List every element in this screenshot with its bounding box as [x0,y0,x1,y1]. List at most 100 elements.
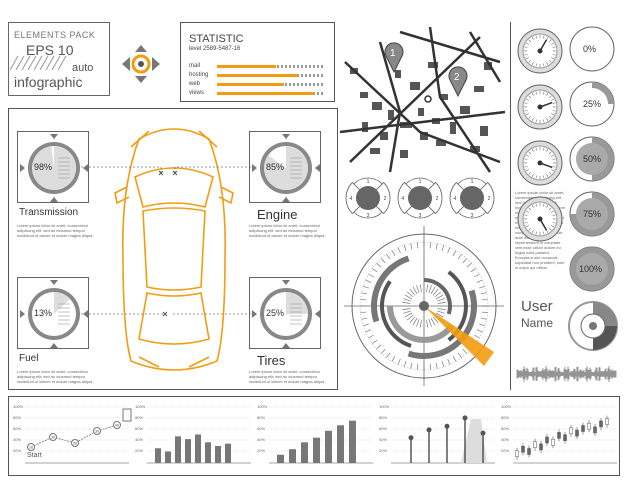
y-tick-label: 60% [379,426,388,431]
bar [277,454,284,463]
statistic-level: level 2589-5487-16 [189,46,241,52]
candle [521,445,525,453]
y-tick-label: 20% [257,448,266,453]
pie-label: 2 [488,196,491,202]
candle [527,448,531,455]
stat-row-label: views [189,90,205,96]
lollipop-head [426,427,432,433]
lollipop-head [480,430,486,436]
audio-waveform [516,366,617,382]
y-tick-label: 80% [257,415,266,420]
car-gauge-frame: 85% [249,131,321,203]
percent-dial-label: 100% [579,264,603,274]
car-gauge-dial [252,280,320,348]
map-pin-2-label: 2 [454,72,460,83]
statistic-title: STATISTIC [189,33,244,45]
bottom-chart [513,406,617,464]
user-gauge-icon [568,301,618,351]
y-tick-label: 80% [135,415,144,420]
lollipop-head [462,415,468,421]
candle [569,427,573,435]
line-point-label: 20 [73,442,77,446]
candle [539,443,543,451]
candle [551,439,555,446]
stat-row-bar [217,83,284,86]
user-label: User [521,298,553,315]
y-tick-label: 60% [257,426,266,431]
candle [563,434,567,441]
pie-label: 4 [350,196,353,202]
stat-row-label: mail [189,63,201,69]
header-frame [8,22,110,96]
percent-dial [569,26,615,72]
line-point-label: 30 [95,430,99,434]
car-gauge-description: Lorem ipsum dolor sit amet, consectetur … [17,223,94,238]
line-point-label: 10 [29,446,33,450]
car-gauge-frame: 25% [249,277,321,349]
map-pin-1[interactable]: 1 [384,42,404,74]
stat-row-bar [217,74,298,77]
pie-label: 4 [454,196,457,202]
y-tick-label: 20% [13,448,22,453]
bottom-chart [147,406,251,464]
percent-dial-label: 25% [583,99,602,109]
bar [349,420,356,463]
target-emblem-icon [122,45,160,83]
y-tick-label: 100% [257,404,268,409]
pie-label: 2 [436,196,439,202]
radar-panel [340,222,508,390]
candle [593,426,597,434]
y-tick-label: 60% [135,426,144,431]
y-tick-label: 40% [135,437,144,442]
user-name-label: Name [521,316,554,330]
bar [289,449,296,463]
eps-label: EPS 10 [26,42,74,58]
candle [599,420,603,428]
map-panel: 1 2 [339,22,508,173]
y-tick-label: 80% [13,415,22,420]
speed-dial-icon [517,28,563,74]
car-outline [114,128,234,371]
speed-dial-icon [517,84,563,130]
pie-label: 1 [419,179,422,185]
line-point-label: 30 [51,436,55,440]
candle [605,418,609,425]
car-gauge-title: Tires [257,353,286,368]
percent-dial-label: 0% [583,44,597,54]
elements-pack-label: ELEMENTS PACK [14,30,96,40]
bar [195,434,201,463]
bar [155,448,161,463]
map-pin-1-label: 1 [390,48,396,59]
y-tick-label: 20% [501,448,510,453]
bar [301,442,308,463]
y-tick-label: 60% [13,426,22,431]
bar [175,436,181,463]
car-gauge-description: Lorem ipsum dolor sit amet, consectetur … [249,223,326,238]
car-gauge-value: 85% [266,162,285,172]
speed-dial-icon [517,140,563,186]
candle [545,436,549,444]
y-tick-label: 20% [379,448,388,453]
line-point [27,443,35,451]
y-tick-label: 40% [13,437,22,442]
bar [325,430,332,463]
car-gauge-dial [20,134,88,202]
percent-dial [569,246,615,292]
map-pin-2[interactable]: 2 [448,66,468,98]
car-gauge-dial [20,280,88,348]
infographic-label: infographic [14,74,83,90]
lollipop-head [444,423,450,429]
line-point [49,433,57,441]
car-gauge-value: 25% [266,308,285,318]
car-gauge-dial [252,134,320,202]
connector-lines [81,166,255,317]
bar [313,437,320,463]
car-gauge-value: 13% [34,308,53,318]
pie-label: 1 [471,179,474,185]
auto-label: auto [72,62,94,74]
car-gauge-description: Lorem ipsum dolor sit amet, consectetur … [17,369,94,384]
user-panel: User Name [510,292,620,390]
